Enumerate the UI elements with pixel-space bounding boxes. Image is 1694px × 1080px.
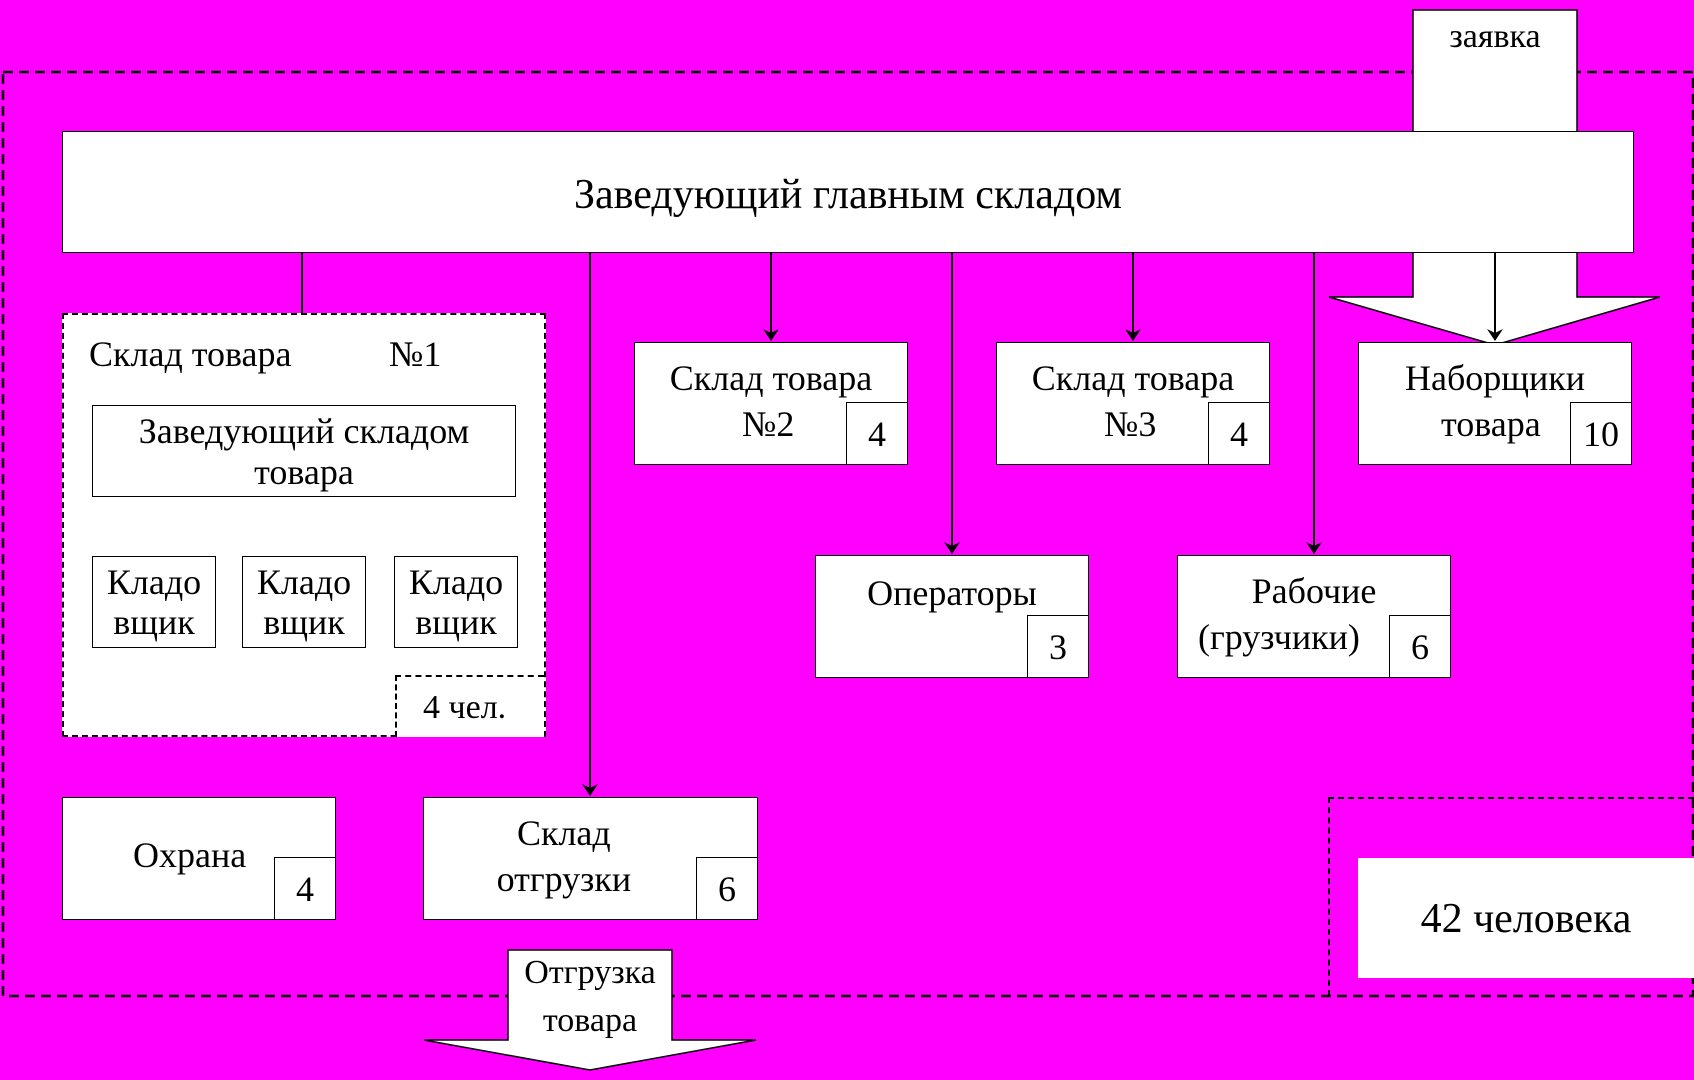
warehouse2-line1: Склад товара xyxy=(669,358,873,398)
storekeeper-2-line1: Кладо xyxy=(256,562,352,602)
warehouse3-box: Склад товара №3 4 xyxy=(996,342,1270,465)
operators-count: 3 xyxy=(1027,615,1089,678)
pickers-box: Наборщики товара 10 xyxy=(1358,342,1632,465)
warehouse1-manager-line2: товара xyxy=(254,452,354,492)
workers-box: Рабочие (грузчики) 6 xyxy=(1177,555,1451,678)
storekeeper-box-1: Кладо вщик xyxy=(92,556,216,648)
storekeeper-1-line2: вщик xyxy=(113,602,195,642)
head-manager-box: Заведующий главным складом xyxy=(62,131,1634,253)
operators-box: Операторы 3 xyxy=(815,555,1089,678)
warehouse2-count: 4 xyxy=(846,402,908,465)
request-label: заявка xyxy=(1449,18,1541,55)
shipment-block-arrow xyxy=(423,949,757,1071)
pickers-line1: Наборщики xyxy=(1404,358,1586,398)
shipping-warehouse-line1: Склад xyxy=(516,813,611,853)
shipping-warehouse-count: 6 xyxy=(696,857,758,920)
pickers-line2: товара xyxy=(1441,404,1541,444)
warehouse1-manager-line1: Заведующий складом xyxy=(138,411,470,451)
warehouse1-count-box: 4 чел. xyxy=(395,675,544,737)
storekeeper-box-2: Кладо вщик xyxy=(242,556,366,648)
warehouse2-box: Склад товара №2 4 xyxy=(634,342,908,465)
outer-dashed-frame xyxy=(1,70,1694,998)
warehouse3-count: 4 xyxy=(1208,402,1270,465)
warehouse3-line2: №3 xyxy=(1104,404,1157,444)
storekeeper-3-line2: вщик xyxy=(415,602,497,642)
security-box: Охрана 4 xyxy=(62,797,336,920)
warehouse3-line1: Склад товара xyxy=(1031,358,1235,398)
shipment-line2: товара xyxy=(542,1002,638,1039)
total-label: 42 человека xyxy=(1420,896,1632,942)
warehouse1-number: №1 xyxy=(389,334,442,374)
storekeeper-1-line1: Кладо xyxy=(106,562,202,602)
security-count: 4 xyxy=(274,857,336,920)
shipment-line1: Отгрузка xyxy=(524,954,656,991)
warehouse1-group: Склад товара №1 Заведующий складом товар… xyxy=(62,313,546,737)
workers-line2: (грузчики) xyxy=(1198,617,1360,657)
storekeeper-2-line2: вщик xyxy=(263,602,345,642)
head-manager-title: Заведующий главным складом xyxy=(574,172,1122,218)
operators-line1: Операторы xyxy=(867,573,1037,613)
warehouse1-title: Склад товара xyxy=(89,334,292,374)
shipping-warehouse-line2: отгрузки xyxy=(496,859,632,899)
storekeeper-box-3: Кладо вщик xyxy=(394,556,518,648)
total-dashed-frame xyxy=(1328,797,1694,996)
security-line1: Охрана xyxy=(133,835,247,875)
pickers-count: 10 xyxy=(1570,402,1632,465)
shipping-warehouse-box: Склад отгрузки 6 xyxy=(423,797,758,920)
warehouse1-count: 4 чел. xyxy=(423,689,507,726)
workers-count: 6 xyxy=(1389,615,1451,678)
warehouse2-line2: №2 xyxy=(742,404,795,444)
workers-line1: Рабочие xyxy=(1251,571,1377,611)
warehouse1-manager-box: Заведующий складом товара xyxy=(92,405,516,497)
storekeeper-3-line1: Кладо xyxy=(408,562,504,602)
total-box: 42 человека xyxy=(1358,858,1694,978)
